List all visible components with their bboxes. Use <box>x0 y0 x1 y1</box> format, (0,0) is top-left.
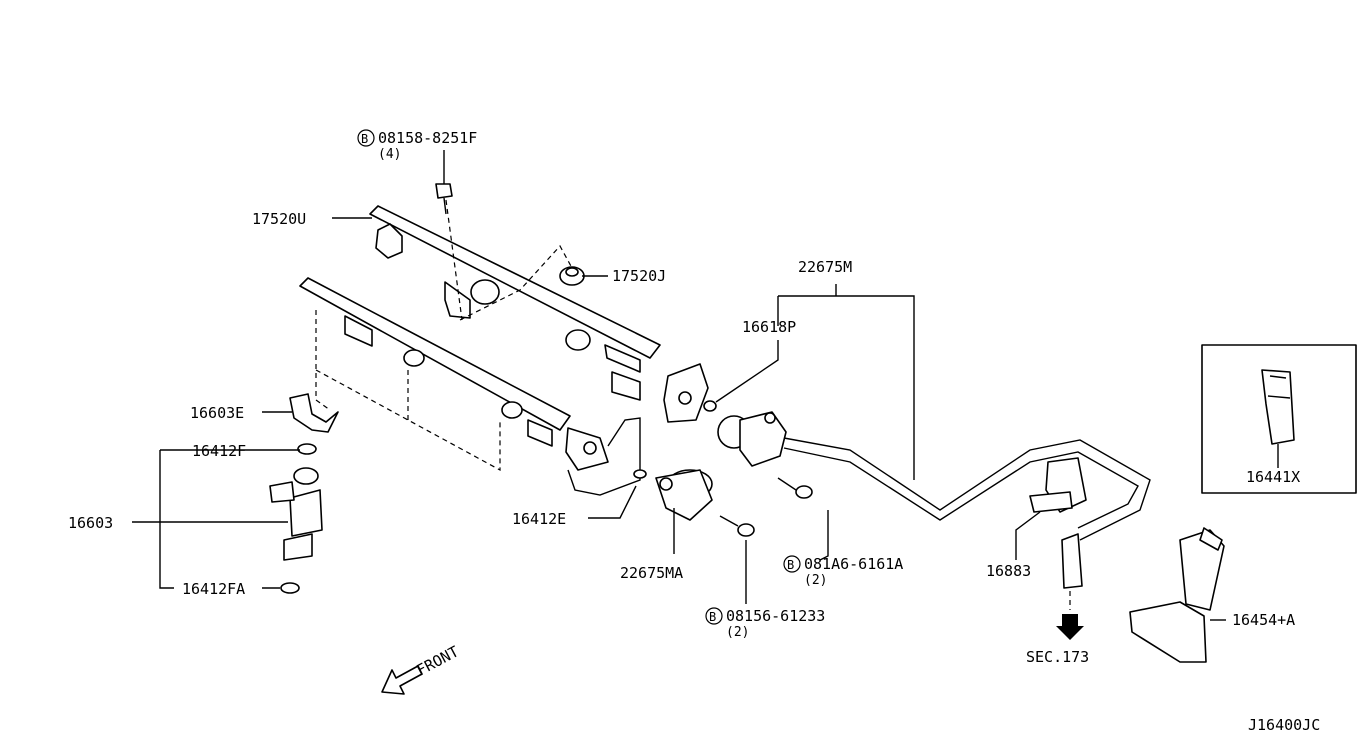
bolt-top-number: 08158-8251F <box>378 129 477 147</box>
upper-fuel-rail <box>369 205 661 401</box>
lower-fuel-rail <box>299 277 641 496</box>
oring-upper-label: 16412F <box>192 442 246 460</box>
oring-lower-label: 16412FA <box>182 580 245 598</box>
regulator-part <box>703 400 787 467</box>
leader-lines <box>132 150 1279 621</box>
front-arrow <box>381 665 423 695</box>
injector-label: 16603 <box>68 514 113 532</box>
bolt-mid-prefix: B <box>787 558 794 572</box>
clamp-label: 16441X <box>1246 468 1300 486</box>
rail-flange <box>663 363 709 423</box>
clamp-inset-box <box>1201 344 1357 494</box>
diagram-code: J16400JC <box>1248 716 1320 734</box>
clip-part <box>289 393 339 433</box>
clip-label: 16603E <box>190 404 244 422</box>
damper-part <box>633 469 713 521</box>
seal-label: 16618P <box>742 318 796 336</box>
hose-assy-label: 22675M <box>798 258 852 276</box>
bolt-mid-qty: (2) <box>804 573 827 588</box>
damper-label: 22675MA <box>620 564 683 582</box>
connector-label: 16883 <box>986 562 1031 580</box>
bracket-part <box>1129 527 1225 663</box>
bolt-top-label: B 08158-8251F (4) <box>357 129 477 162</box>
connector-part <box>1029 457 1087 589</box>
bolt-mid-label: B 081A6-6161A (2) <box>783 555 903 588</box>
bolt-top-prefix: B <box>361 132 368 146</box>
bolt-bottom-prefix: B <box>709 610 716 624</box>
bolt-top-part <box>435 183 453 215</box>
bolt-bottom-part <box>719 515 755 537</box>
insulator-part <box>559 266 585 286</box>
bolt-bottom-qty: (2) <box>726 625 749 640</box>
bolt-bottom-number: 08156-61233 <box>726 607 825 625</box>
insulator-label: 17520J <box>612 267 666 285</box>
fuel-hose <box>783 437 1151 541</box>
bolt-bottom-label: B 08156-61233 (2) <box>705 607 825 640</box>
bolt-mid-part <box>777 477 813 499</box>
front-label: FRONT <box>413 642 461 679</box>
oring-e-label: 16412E <box>512 510 566 528</box>
bolt-top-qty: (4) <box>378 147 401 162</box>
bracket-label: 16454+A <box>1232 611 1295 629</box>
bolt-mid-number: 081A6-6161A <box>804 555 903 573</box>
injector-part <box>269 443 323 594</box>
sec-arrow <box>1056 614 1084 640</box>
rail-upper-label: 17520U <box>252 210 306 228</box>
sec-ref-label: SEC.173 <box>1026 648 1089 666</box>
